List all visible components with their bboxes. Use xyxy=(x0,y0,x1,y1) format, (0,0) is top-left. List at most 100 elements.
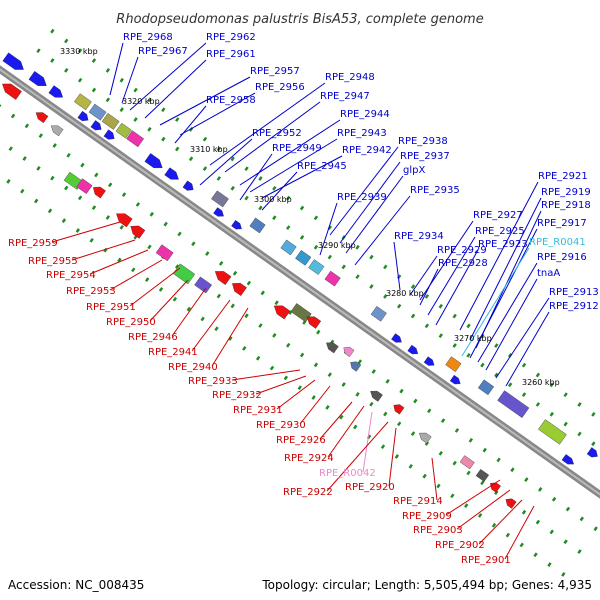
tick-mark xyxy=(258,323,263,328)
gene-label-plus[interactable]: RPE_2938 xyxy=(398,136,448,147)
tick-mark xyxy=(50,28,55,34)
gene-label-plus[interactable]: RPE_2928 xyxy=(438,258,488,269)
gene-label-plus[interactable]: RPE_R0041 xyxy=(529,237,586,248)
tick-mark xyxy=(535,519,541,525)
gene-label-plus[interactable]: RPE_2944 xyxy=(340,109,390,120)
gene-label-minus[interactable]: RPE_2950 xyxy=(106,317,156,328)
gene-plus xyxy=(497,390,530,419)
tick-mark xyxy=(175,117,180,122)
gene-label-minus[interactable]: RPE_2926 xyxy=(276,435,326,446)
gene-label-plus[interactable]: glpX xyxy=(403,165,425,176)
gene-label-plus[interactable]: RPE_2942 xyxy=(342,145,392,156)
gene-label-minus[interactable]: RPE_2933 xyxy=(188,376,238,387)
gene-plus xyxy=(101,113,120,130)
gene-label-plus[interactable]: RPE_2919 xyxy=(541,187,591,198)
gene-label-minus[interactable]: RPE_2909 xyxy=(402,511,452,522)
tick-mark xyxy=(147,97,152,103)
tick-mark xyxy=(477,513,483,518)
gene-label-minus[interactable]: RPE_2914 xyxy=(393,496,443,507)
gene-label-minus[interactable]: RPE_2946 xyxy=(128,332,178,343)
tick-mark xyxy=(464,503,469,508)
gene-label-minus[interactable]: RPE_2940 xyxy=(168,362,218,373)
gene-minus xyxy=(475,468,490,482)
gene-label-plus[interactable]: RPE_2961 xyxy=(206,49,256,60)
gene-label-plus[interactable]: RPE_2916 xyxy=(537,252,587,263)
leader-line xyxy=(276,379,316,410)
tick-mark xyxy=(577,402,582,407)
tick-mark xyxy=(242,346,247,351)
gene-label-plus[interactable]: RPE_2923 xyxy=(478,239,528,250)
gene-minus xyxy=(306,316,322,329)
gene-label-minus[interactable]: RPE_2951 xyxy=(86,302,136,313)
gene-label-plus[interactable]: RPE_2937 xyxy=(400,151,450,162)
gene-label-minus[interactable]: RPE_2932 xyxy=(212,390,262,401)
tick-mark xyxy=(396,303,402,309)
tick-mark xyxy=(228,336,233,341)
leader-line xyxy=(224,101,321,173)
gene-label-plus[interactable]: RPE_2935 xyxy=(410,185,460,196)
gene-label-plus[interactable]: RPE_2943 xyxy=(337,128,387,139)
gene-label-minus[interactable]: RPE_2941 xyxy=(148,347,198,358)
gene-label-plus[interactable]: RPE_2913 xyxy=(549,287,599,298)
gene-label-minus[interactable]: RPE_R0042 xyxy=(319,468,376,479)
gene-plus xyxy=(126,130,145,148)
gene-label-plus[interactable]: RPE_2956 xyxy=(255,82,305,93)
gene-label-minus[interactable]: RPE_2920 xyxy=(345,482,395,493)
leader-line xyxy=(393,241,401,291)
gene-label-minus[interactable]: RPE_2953 xyxy=(66,286,116,297)
leader-line xyxy=(461,247,530,357)
tick-mark xyxy=(188,156,194,162)
gene-label-plus[interactable]: RPE_2929 xyxy=(437,245,487,256)
tick-mark xyxy=(535,372,541,378)
gene-label-minus[interactable]: RPE_2931 xyxy=(233,405,283,416)
gene-label-plus[interactable]: RPE_2934 xyxy=(394,231,444,242)
gene-label-minus[interactable]: RPE_2922 xyxy=(283,487,333,498)
tick-mark xyxy=(91,87,97,93)
genome-backbone-highlight xyxy=(0,68,600,496)
gene-label-plus[interactable]: RPE_2921 xyxy=(538,171,588,182)
tick-mark xyxy=(66,152,71,158)
gene-label-minus[interactable]: RPE_2954 xyxy=(46,270,96,281)
map-title: Rhodopseudomonas palustris BisA53, compl… xyxy=(116,12,483,27)
gene-label-plus[interactable]: RPE_2948 xyxy=(325,72,375,83)
gene-label-plus[interactable]: RPE_2962 xyxy=(206,32,256,43)
gene-label-plus[interactable]: RPE_2947 xyxy=(320,91,370,102)
gene-minus xyxy=(343,346,355,358)
gene-label-minus[interactable]: RPE_2901 xyxy=(461,555,511,566)
gene-label-minus[interactable]: RPE_2930 xyxy=(256,420,306,431)
gene-label-plus[interactable]: RPE_2917 xyxy=(537,218,587,229)
gene-label-plus[interactable]: RPE_2968 xyxy=(123,32,173,43)
gene-label-minus[interactable]: RPE_2903 xyxy=(413,525,463,536)
gene-label-plus[interactable]: RPE_2949 xyxy=(272,143,322,154)
gene-minus xyxy=(194,276,213,294)
gene-label-minus[interactable]: RPE_2959 xyxy=(8,238,58,249)
gene-label-plus[interactable]: tnaA xyxy=(537,268,560,279)
gene-label-minus[interactable]: RPE_2955 xyxy=(28,256,78,267)
tick-mark xyxy=(313,215,319,221)
gene-plus xyxy=(144,153,163,169)
gene-label-plus[interactable]: RPE_2912 xyxy=(549,301,599,312)
gene-label-plus[interactable]: RPE_2952 xyxy=(252,128,302,139)
leader-line xyxy=(445,479,501,516)
gene-minus xyxy=(459,455,475,470)
gene-label-plus[interactable]: RPE_2918 xyxy=(541,200,591,211)
tick-mark xyxy=(313,362,319,368)
tick-mark xyxy=(131,267,136,273)
gene-label-minus[interactable]: RPE_2902 xyxy=(435,540,485,551)
gene-label-plus[interactable]: RPE_2927 xyxy=(473,210,523,221)
gene-label-plus[interactable]: RPE_2967 xyxy=(138,46,188,57)
gene-label-minus[interactable]: RPE_2924 xyxy=(284,453,334,464)
gene-label-plus[interactable]: RPE_2939 xyxy=(337,192,387,203)
leader-line xyxy=(255,375,307,395)
gene-label-plus[interactable]: RPE_2957 xyxy=(250,66,300,77)
backbone xyxy=(0,65,600,499)
gene-label-plus[interactable]: RPE_2945 xyxy=(297,161,347,172)
tick-mark xyxy=(200,316,205,322)
tick-mark xyxy=(230,156,235,162)
gene-label-plus[interactable]: RPE_2925 xyxy=(475,226,525,237)
tick-mark xyxy=(172,296,178,302)
tick-mark xyxy=(355,274,360,280)
leader-line xyxy=(261,171,298,211)
tick-mark xyxy=(216,146,222,152)
gene-label-plus[interactable]: RPE_2958 xyxy=(206,95,256,106)
